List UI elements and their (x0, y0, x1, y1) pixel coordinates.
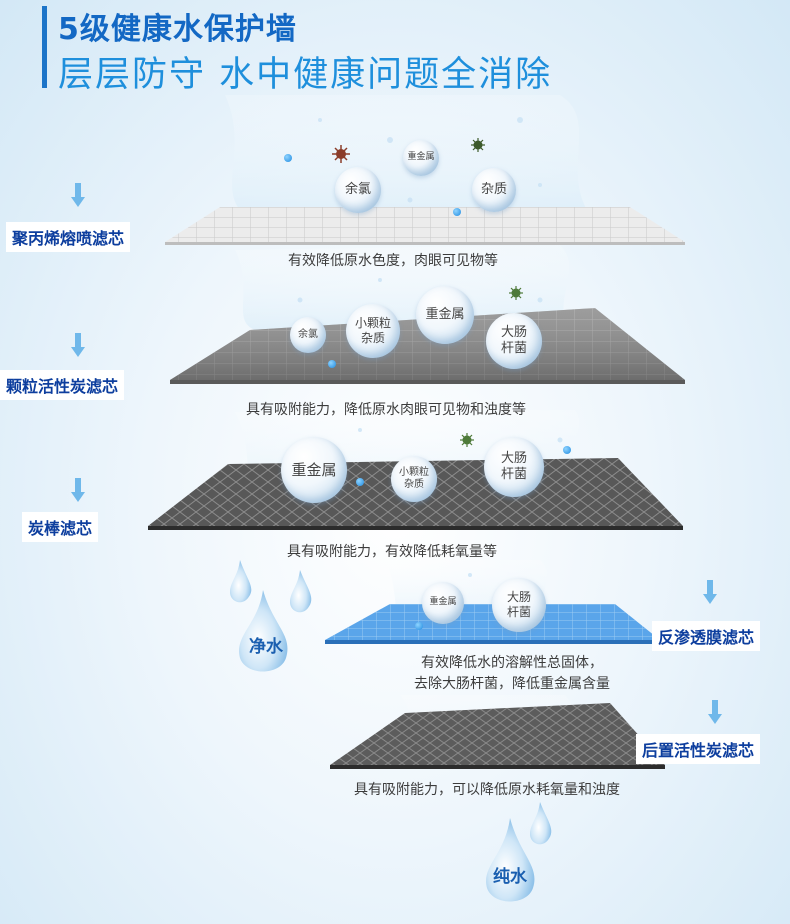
layer-3-label: 炭棒滤芯 (22, 512, 99, 542)
bubble-heavy-metal: 重金属 (281, 437, 347, 503)
bacteria-icon (471, 138, 485, 152)
bubble-e-coli: 大肠杆菌 (492, 578, 546, 632)
filter-layer-5 (330, 703, 665, 769)
page-subtitle: 层层防守 水中健康问题全消除 (58, 55, 553, 95)
bubble-e-coli: 大肠杆菌 (486, 313, 542, 369)
water-drop-icon (486, 802, 552, 902)
title-accent-bar (42, 6, 47, 88)
filter-layer-4 (325, 604, 660, 644)
pure-water-label: 纯水 (493, 867, 527, 887)
bubble-e-coli: 大肠杆菌 (484, 437, 544, 497)
down-arrow-icon (71, 333, 85, 359)
down-arrow-icon (71, 183, 85, 209)
water-drop-icon (230, 560, 312, 672)
layer-4-description: 有效降低水的溶解性总固体， 去除大肠杆菌，降低重金属含量 (362, 653, 662, 695)
filter-layer-2 (170, 308, 685, 384)
water-dot (356, 478, 364, 486)
layer-5-label: 后置活性炭滤芯 (636, 734, 761, 764)
layer-2-label: 颗粒活性炭滤芯 (0, 370, 125, 400)
bubble-small-particle: 小颗粒杂质 (346, 304, 400, 358)
down-arrow-icon (708, 700, 722, 726)
layer-4-description-line1: 有效降低水的溶解性总固体， (421, 655, 603, 671)
layer-1-description: 有效降低原水色度，肉眼可见物等 (288, 253, 498, 269)
bubble-heavy-metal: 重金属 (422, 582, 464, 624)
bacteria-icon (509, 286, 523, 300)
page-title: 5级健康水保护墙 (58, 12, 297, 47)
water-dot (453, 208, 461, 216)
layer-5-description: 具有吸附能力，可以降低原水耗氧量和浊度 (354, 782, 620, 798)
layer-4-label: 反渗透膜滤芯 (652, 621, 761, 651)
down-arrow-icon (703, 580, 717, 606)
bubble-impurity: 杂质 (472, 168, 516, 212)
water-dot (328, 360, 336, 368)
bubble-heavy-metal: 重金属 (416, 286, 474, 344)
bubble-chlorine: 余氯 (335, 167, 381, 213)
layer-4-description-line2: 去除大肠杆菌，降低重金属含量 (414, 676, 610, 692)
clean-water-label: 净水 (249, 637, 283, 657)
layer-1-label: 聚丙烯熔喷滤芯 (6, 222, 131, 252)
bacteria-icon (332, 145, 350, 163)
layer-2-description: 具有吸附能力，降低原水肉眼可见物和浊度等 (246, 402, 526, 418)
filter-layer-1 (165, 207, 685, 245)
bubble-small-particle: 小颗粒杂质 (391, 456, 437, 502)
layer-3-description: 具有吸附能力，有效降低耗氧量等 (287, 544, 497, 560)
water-dot (563, 446, 571, 454)
water-dot (284, 154, 292, 162)
bubble-chlorine: 余氯 (290, 317, 326, 353)
bacteria-icon (460, 433, 474, 447)
down-arrow-icon (71, 478, 85, 504)
bubble-heavy-metal: 重金属 (403, 140, 439, 176)
water-dot (415, 622, 423, 630)
